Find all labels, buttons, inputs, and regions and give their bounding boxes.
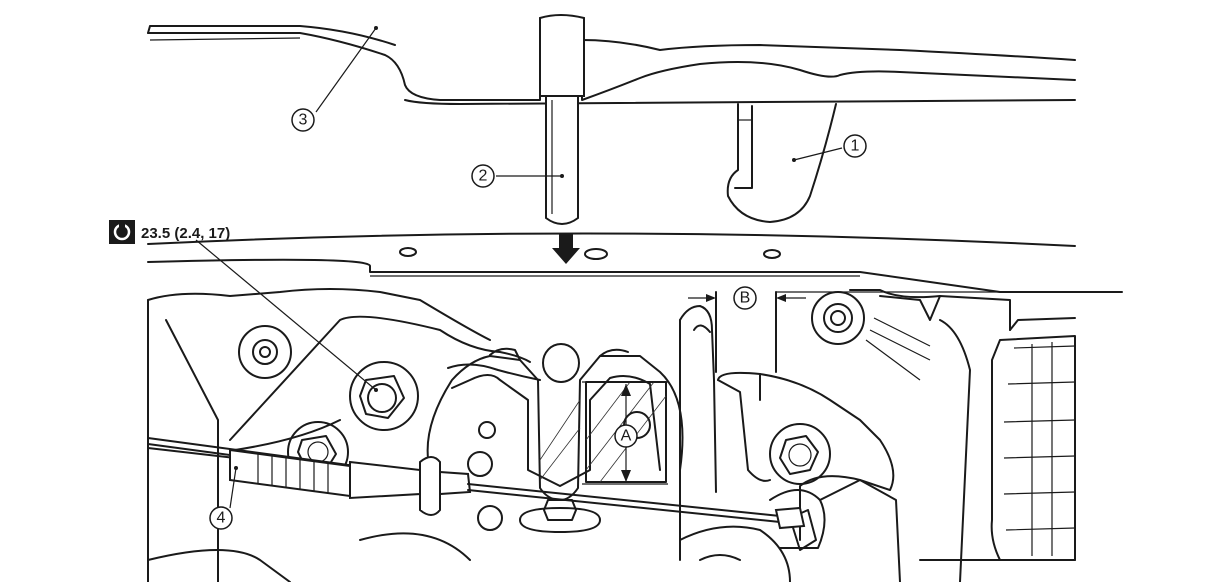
core-support (147, 232, 1123, 582)
lower-panel (147, 319, 1076, 582)
callout-2: 2 (471, 164, 495, 188)
svg-text:2: 2 (479, 168, 488, 185)
callout-b: B (733, 286, 757, 310)
svg-text:B: B (740, 290, 751, 307)
svg-text:1: 1 (851, 138, 860, 155)
grille (990, 317, 1076, 561)
hood-panel (147, 25, 1076, 105)
down-arrow-icon (552, 234, 580, 264)
callout-1: 1 (843, 134, 867, 158)
svg-text:3: 3 (299, 112, 308, 129)
callout-3: 3 (291, 108, 315, 132)
striker-bracket (726, 103, 837, 223)
dimension-b (688, 291, 1122, 373)
torque-spec-label: 23.5 (2.4, 17) (141, 225, 230, 242)
callout-a: A (614, 424, 638, 448)
callout-4: 4 (209, 506, 233, 530)
right-bolt-boss (811, 291, 865, 345)
torque-bolt (349, 361, 419, 431)
svg-text:4: 4 (217, 510, 226, 527)
torque-wrench-icon (109, 220, 135, 244)
leader-lines (195, 26, 843, 509)
svg-text:A: A (621, 428, 632, 445)
press-tool (539, 14, 585, 225)
release-cable (147, 437, 806, 530)
left-bolt-boss (238, 325, 292, 379)
